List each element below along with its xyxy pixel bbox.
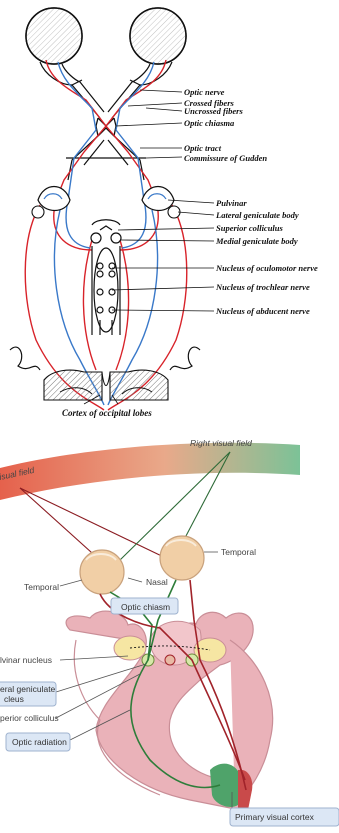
label-optic-tract: Optic tract	[184, 143, 222, 153]
top-visual-pathway-diagram: Optic nerve Crossed fibers Uncrossed fib…	[10, 8, 318, 418]
left-eye	[80, 550, 124, 594]
primary-visual-cortex-label-box: Primary visual cortex	[230, 808, 339, 826]
optic-tracts	[66, 136, 146, 180]
label-primary-visual-cortex: Primary visual cortex	[235, 812, 315, 822]
right-eye	[160, 536, 204, 580]
label-optic-nerve: Optic nerve	[184, 87, 225, 97]
label-right-visual-field: Right visual field	[190, 438, 252, 448]
label-optic-chiasm: Optic chiasm	[121, 602, 170, 612]
label-temporal-right: Temporal	[221, 547, 256, 557]
leader-lines-top	[84, 90, 214, 404]
label-nasal: Nasal	[146, 577, 168, 587]
optic-chiasm-label-box: Optic chiasm	[111, 598, 178, 614]
label-optic-radiation: Optic radiation	[12, 737, 67, 747]
label-temporal-left: Temporal	[24, 582, 59, 592]
label-lateral-geniculate-body: Lateral geniculate body	[215, 210, 299, 220]
label-medial-geniculate-body: Medial geniculate body	[215, 236, 298, 246]
left-eyeball	[26, 8, 82, 64]
label-lateral-geniculate-line1: eral geniculate	[0, 684, 56, 694]
label-optic-chiasma: Optic chiasma	[184, 118, 235, 128]
caption-cortex-occipital: Cortex of occipital lobes	[62, 408, 152, 418]
label-pulvinar: Pulvinar	[216, 198, 247, 208]
lateral-geniculate-label-box: eral geniculate cleus	[0, 682, 56, 706]
label-abducent-nucleus: Nucleus of abducent nerve	[215, 306, 310, 316]
brain-section	[66, 611, 273, 812]
label-trochlear-nucleus: Nucleus of trochlear nerve	[215, 282, 310, 292]
oculomotor-nuclei	[97, 263, 115, 277]
label-commissure-gudden: Commissure of Gudden	[184, 153, 267, 163]
label-superior-colliculus: Superior colliculus	[216, 223, 284, 233]
bottom-visual-pathway-diagram: isual field Right visual field	[0, 438, 339, 826]
superior-colliculus-shape	[91, 220, 121, 243]
occipital-cortex	[10, 347, 200, 400]
optic-nerves	[40, 62, 172, 118]
label-lateral-geniculate-line2: cleus	[4, 694, 24, 704]
uncrossed-fibers-blue	[54, 62, 157, 405]
pulvinar-left	[38, 187, 70, 211]
optic-radiation-label-box: Optic radiation	[6, 733, 70, 751]
visual-field-band	[0, 443, 300, 500]
brainstem	[92, 246, 120, 335]
label-oculomotor-nucleus: Nucleus of oculomotor nerve	[215, 263, 318, 273]
label-pulvinar-nucleus: lvinar nucleus	[0, 655, 52, 665]
crossed-fibers-red	[25, 60, 187, 410]
label-uncrossed-fibers: Uncrossed fibers	[184, 106, 243, 116]
label-superior-colliculus-bottom: perior colliculus	[0, 713, 59, 723]
right-eyeball	[130, 8, 186, 64]
